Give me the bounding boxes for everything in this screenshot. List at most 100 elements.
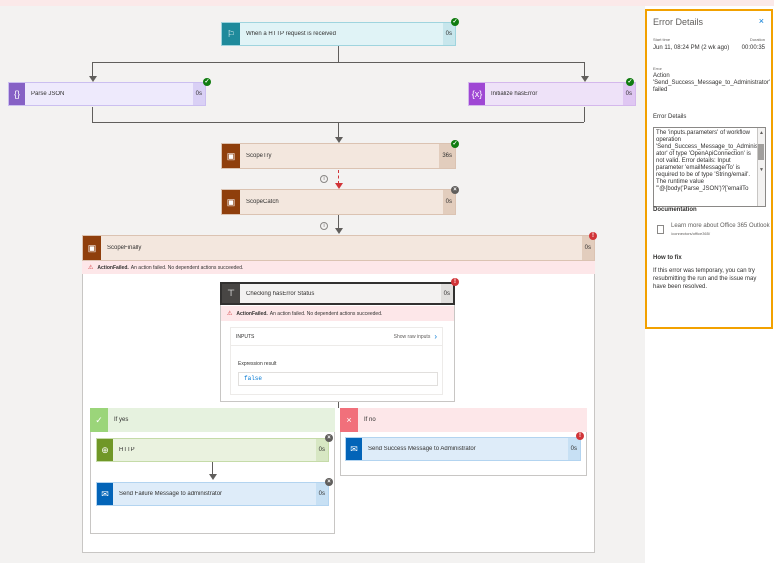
- duration-label: Duration: [749, 37, 765, 42]
- scope-icon: ▣: [222, 144, 240, 168]
- document-icon: [657, 225, 664, 234]
- http-request-icon: ⚐: [222, 23, 240, 45]
- scope-finally-step[interactable]: ▣ ScopeFinally 0s: [82, 235, 595, 261]
- trigger-step[interactable]: ⚐ When a HTTP request is received 0s: [221, 22, 456, 46]
- connector: [584, 107, 585, 122]
- step-title: ScopeTry: [246, 153, 272, 159]
- close-icon: ×: [340, 408, 358, 432]
- scope-try-step[interactable]: ▣ ScopeTry 36s: [221, 143, 456, 169]
- error-action: Action: [653, 73, 670, 79]
- failure-code: ActionFailed.: [97, 264, 129, 271]
- how-to-fix-label: How to fix: [653, 255, 682, 261]
- step-title: Send Failure Message to administrator: [119, 491, 223, 497]
- connector: [338, 215, 339, 229]
- send-failure-step[interactable]: ✉ Send Failure Message to administrator …: [96, 482, 329, 506]
- step-duration: 0s: [442, 190, 455, 214]
- step-duration: 0s: [567, 438, 580, 460]
- info-icon[interactable]: i: [320, 175, 328, 183]
- warning-icon: ⚠: [227, 311, 233, 317]
- skipped-icon: ×: [451, 186, 459, 194]
- scroll-up-icon[interactable]: ▲: [759, 130, 764, 136]
- branch-label: If yes: [114, 417, 129, 423]
- step-title: Checking hasError Status: [246, 290, 315, 297]
- step-title: Send Success Message to Administrator: [368, 446, 476, 452]
- arrow: [89, 76, 97, 82]
- condition-step[interactable]: ⊤ Checking hasError Status 0s: [220, 282, 455, 305]
- scope-catch-step[interactable]: ▣ ScopeCatch 0s: [221, 189, 456, 215]
- error-details-text: The 'inputs.parameters' of workflow oper…: [656, 130, 762, 192]
- expression-result-label: Expression result: [238, 361, 277, 367]
- error-icon: !: [589, 232, 597, 240]
- start-time-value: Jun 11, 08:24 PM (2 wk ago): [653, 45, 730, 51]
- success-icon: ✓: [451, 140, 459, 148]
- connector: [584, 62, 585, 76]
- step-duration: 0s: [440, 284, 453, 303]
- initialize-haserror-step[interactable]: {x} Initialize hasError 0s: [468, 82, 636, 106]
- success-icon: ✓: [451, 18, 459, 26]
- expression-result-value: false: [238, 372, 438, 386]
- step-duration: 36s: [439, 144, 455, 168]
- close-icon[interactable]: ×: [758, 16, 764, 26]
- error-summary: Action 'Send_Success_Message_to_Administ…: [653, 73, 771, 94]
- warning-icon: ⚠: [88, 265, 94, 271]
- arrow: [335, 228, 343, 234]
- scrollbar[interactable]: [757, 128, 765, 206]
- error-details-label: Error Details: [653, 114, 687, 120]
- fix-text: If this error was temporary, you can try…: [653, 268, 757, 290]
- globe-icon: ⊕: [97, 439, 113, 461]
- connector: [338, 46, 339, 62]
- scroll-down-icon[interactable]: ▼: [759, 167, 764, 173]
- outlook-icon: ✉: [97, 483, 113, 505]
- panel-title: Error Details: [653, 17, 704, 27]
- failure-message: An action failed. No dependent actions s…: [269, 310, 383, 317]
- inputs-label: INPUTS: [236, 333, 255, 340]
- inputs-section: INPUTS Show raw inputs › Expression resu…: [230, 327, 443, 395]
- step-title: Parse JSON: [31, 91, 65, 97]
- http-step[interactable]: ⊕ HTTP 0s: [96, 438, 329, 462]
- info-icon[interactable]: i: [320, 222, 328, 230]
- send-success-step[interactable]: ✉ Send Success Message to Administrator …: [345, 437, 581, 461]
- outlook-icon: ✉: [346, 438, 362, 460]
- inputs-header: INPUTS Show raw inputs ›: [231, 328, 442, 346]
- step-duration: 0s: [315, 483, 328, 505]
- step-duration: 0s: [442, 23, 455, 45]
- error-details-panel: Error Details × Start time Duration Jun …: [645, 9, 773, 329]
- chevron-right-icon[interactable]: ›: [434, 332, 437, 341]
- check-icon: ✓: [90, 408, 108, 432]
- arrow: [335, 137, 343, 143]
- error-icon: !: [576, 432, 584, 440]
- show-raw-inputs-link[interactable]: Show raw inputs: [393, 333, 431, 340]
- documentation-link[interactable]: Learn more about Office 365 Outlook: [671, 223, 770, 229]
- error-details-box[interactable]: The 'inputs.parameters' of workflow oper…: [653, 127, 766, 207]
- step-title: ScopeFinally: [107, 245, 142, 251]
- documentation-path: /connectors/office365/: [671, 231, 711, 236]
- condition-failure-banner: ⚠ ActionFailed. An action failed. No dep…: [221, 306, 454, 321]
- if-no-header[interactable]: × If no: [340, 408, 587, 432]
- error-label: Error: [653, 66, 662, 71]
- parse-json-step[interactable]: {} Parse JSON 0s: [8, 82, 206, 106]
- documentation-label: Documentation: [653, 207, 697, 213]
- skipped-icon: ×: [325, 478, 333, 486]
- arrow: [581, 76, 589, 82]
- start-time-label: Start time: [653, 37, 671, 42]
- connector: [92, 107, 93, 122]
- step-duration: 0s: [192, 83, 205, 105]
- error-icon: !: [451, 278, 459, 286]
- success-icon: ✓: [626, 78, 634, 86]
- branch-label: If no: [364, 417, 376, 423]
- error-action-name: 'Send_Success_Message_to_Administrator': [653, 80, 771, 86]
- arrow: [209, 474, 217, 480]
- skipped-icon: ×: [325, 434, 333, 442]
- scope-failure-banner: ⚠ ActionFailed. An action failed. No dep…: [82, 261, 595, 274]
- step-title: When a HTTP request is received: [246, 31, 336, 37]
- error-status: failed: [653, 87, 668, 93]
- if-yes-header[interactable]: ✓ If yes: [90, 408, 335, 432]
- scrollbar-thumb[interactable]: [758, 144, 764, 160]
- connector: [92, 62, 584, 63]
- step-duration: 0s: [581, 236, 594, 260]
- connector-dashed: [338, 170, 339, 184]
- step-title: ScopeCatch: [246, 199, 279, 205]
- connector: [338, 402, 339, 408]
- data-operations-icon: {}: [9, 83, 25, 105]
- duration-value: 00:00:35: [741, 45, 765, 51]
